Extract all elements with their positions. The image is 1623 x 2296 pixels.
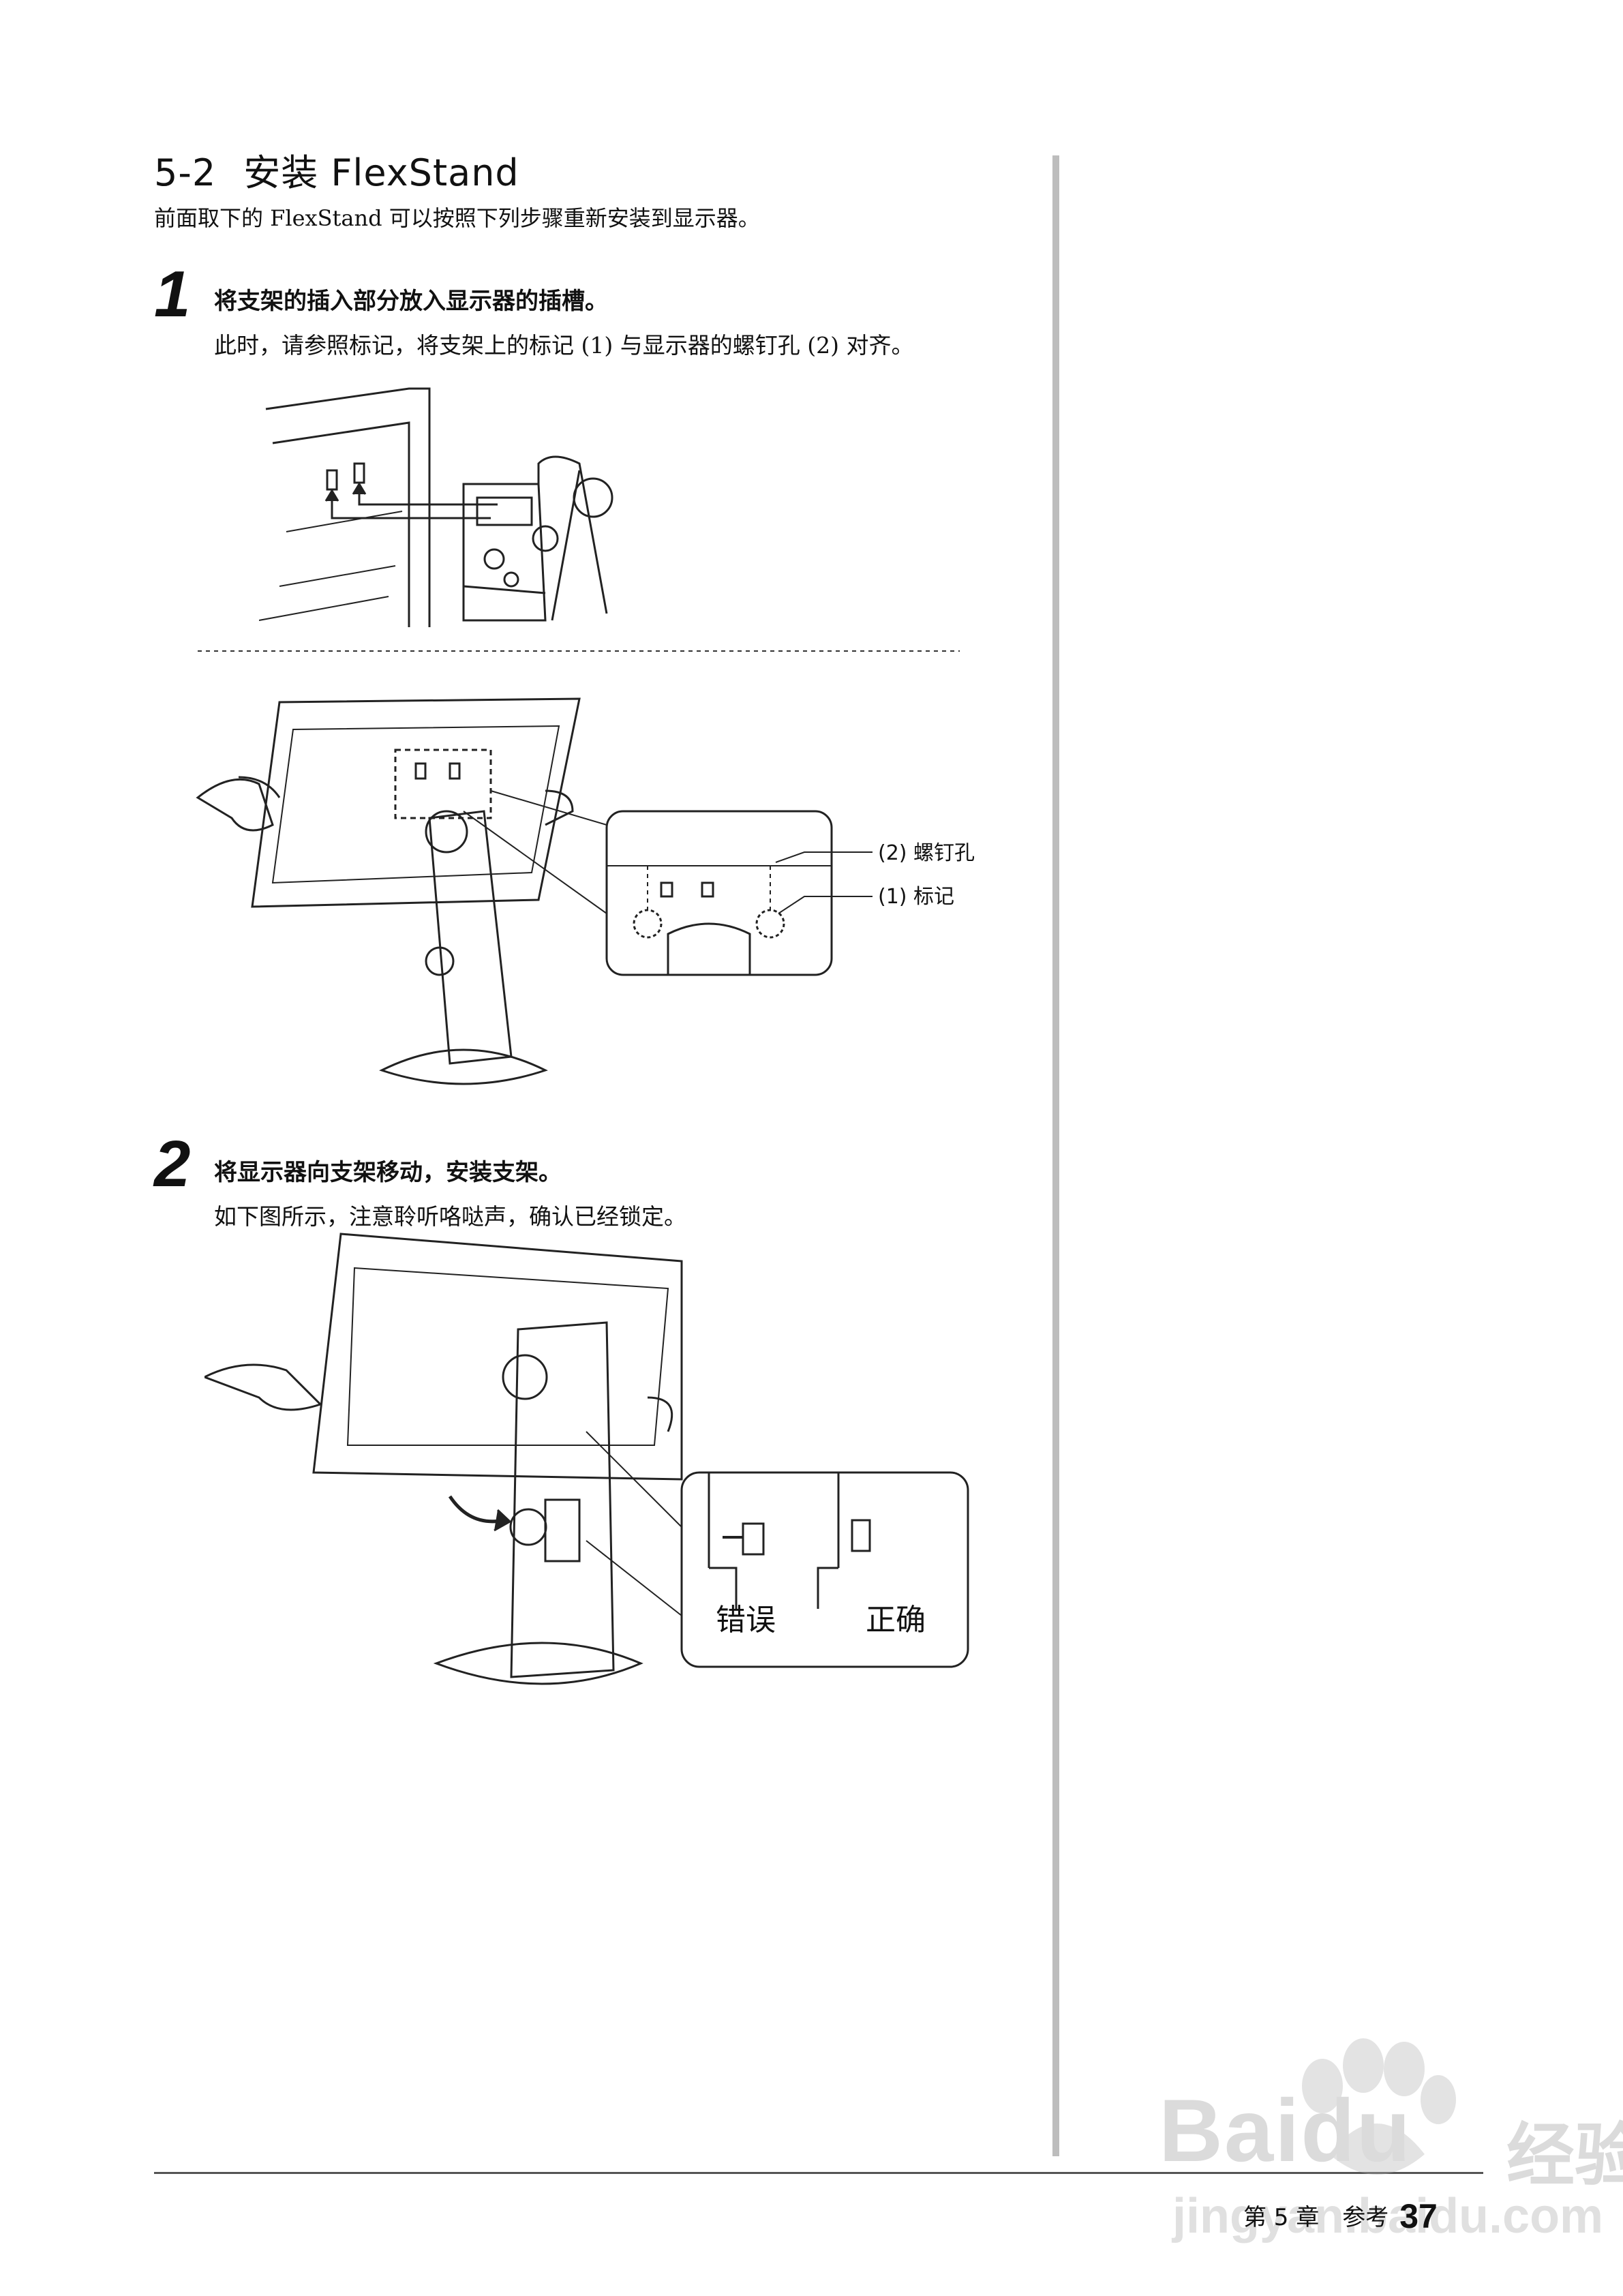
watermark-brand: Baidu <box>1159 2081 1412 2180</box>
callout-screw-hole: (2) 螺钉孔 <box>878 841 975 865</box>
figure-2-mounting <box>204 1233 969 1685</box>
step-2-title: 将显示器向支架移动，安装支架。 <box>214 1159 562 1186</box>
section-intro: 前面取下的 FlexStand 可以按照下列步骤重新安装到显示器。 <box>154 205 760 231</box>
section-number: 5-2 <box>154 151 217 194</box>
step-1-title: 将支架的插入部分放入显示器的插槽。 <box>214 288 608 315</box>
step-1-description: 此时，请参照标记，将支架上的标记 (1) 与显示器的螺钉孔 (2) 对齐。 <box>214 332 914 359</box>
page-footer: 第 5 章 参考 37 <box>1243 2196 1438 2236</box>
footer-chapter: 第 5 章 参考 <box>1243 2204 1389 2231</box>
figure-1b-alignment <box>196 697 873 1085</box>
paw-icon <box>1302 2038 1456 2175</box>
step-2-number: 2 <box>154 1128 191 1200</box>
dotted-separator <box>198 650 960 652</box>
right-margin-rule <box>1052 155 1059 2156</box>
figure-1a-insert-detail <box>259 387 613 627</box>
section-title: 5-2 安装 FlexStand <box>154 151 519 196</box>
footer-rule <box>154 2172 1483 2174</box>
label-correct: 正确 <box>866 1603 926 1637</box>
page-number: 37 <box>1399 2197 1438 2235</box>
section-title-text: 安装 FlexStand <box>243 151 519 194</box>
baidu-watermark: Baidu 经验 jingyan.baidu.com <box>1159 2038 1623 2256</box>
step-1-number: 1 <box>154 258 191 331</box>
watermark-domain: jingyan.baidu.com <box>1172 2189 1604 2244</box>
callout-mark: (1) 标记 <box>878 885 955 909</box>
step-2-description: 如下图所示，注意聆听咯哒声，确认已经锁定。 <box>214 1203 686 1230</box>
label-wrong: 错误 <box>716 1603 776 1637</box>
watermark-brand-suffix: 经验 <box>1506 2115 1623 2195</box>
